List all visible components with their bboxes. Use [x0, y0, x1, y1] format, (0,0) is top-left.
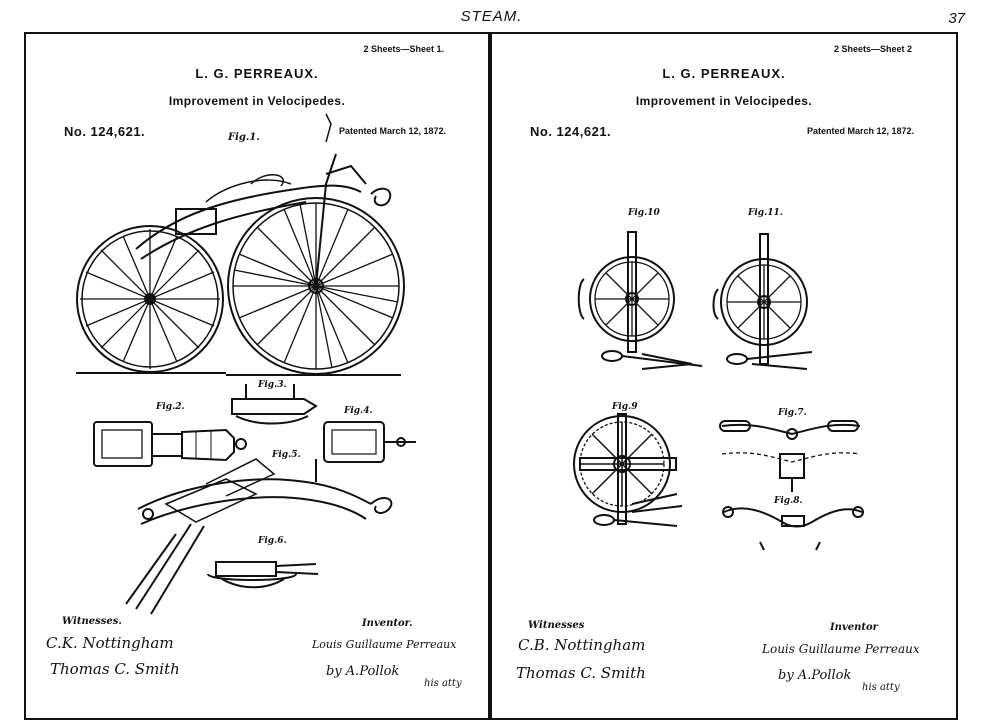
witness-signature-2: Thomas C. Smith — [516, 664, 646, 682]
fig-7-label: Fig.7. — [778, 408, 807, 418]
fig-10-label: Fig.10 — [628, 208, 660, 218]
fig8-drawing — [722, 506, 864, 551]
witnesses-label: Witnesses. — [62, 616, 122, 627]
attorney-label: his atty — [862, 682, 900, 693]
inventor-name: L. G. PERREAUX. — [662, 66, 786, 81]
attorney-signature: by A.Pollok — [326, 664, 400, 679]
fig-11-label: Fig.11. — [748, 208, 783, 218]
patent-date: Patented March 12, 1872. — [806, 126, 914, 136]
fig2-engine-drawing — [93, 421, 247, 467]
attorney-signature: by A.Pollok — [778, 668, 852, 683]
velocipede-drawings-sheet-2 — [573, 231, 864, 551]
page-number: 37 — [948, 10, 965, 27]
fig7-handlebar-drawing — [719, 420, 861, 492]
patent-title: Improvement in Velocipedes. — [635, 94, 813, 108]
inventor-name: L. G. PERREAUX. — [195, 66, 319, 81]
fig-8-label: Fig.8. — [774, 496, 803, 506]
fig-5-label: Fig.5. — [272, 450, 301, 460]
patent-sheet-2: 2 Sheets—Sheet 2 L. G. PERREAUX. Improve… — [490, 32, 958, 720]
witness-signature-1: C.B. Nottingham — [518, 636, 646, 654]
patent-title: Improvement in Velocipedes. — [168, 94, 346, 108]
fig1-wheel-spokes — [80, 203, 399, 369]
velocipede-drawings-sheet-1 — [76, 113, 416, 615]
sheet-label: 2 Sheets—Sheet 2 — [833, 44, 912, 54]
inventor-label: Inventor — [830, 622, 878, 633]
fig6-drawing — [207, 561, 319, 589]
fig5-frame-drawing — [125, 458, 393, 615]
fig-9-label: Fig.9 — [612, 402, 638, 412]
patent-number: No. 124,621. — [64, 124, 146, 139]
fig4-drawing — [323, 421, 416, 463]
fig1-velocipede-drawing — [76, 113, 405, 376]
witness-signature-1: C.K. Nottingham — [46, 634, 174, 652]
fig9-drawing — [573, 413, 683, 527]
fig11-drawing — [712, 233, 813, 370]
fig-3-label: Fig.3. — [258, 380, 287, 390]
sheet-label: 2 Sheets—Sheet 1. — [363, 44, 444, 54]
inventor-label: Inventor. — [362, 618, 413, 629]
witness-signature-2: Thomas C. Smith — [50, 660, 180, 678]
witnesses-label: Witnesses — [528, 620, 585, 631]
attorney-label: his atty — [424, 678, 462, 689]
fig-4-label: Fig.4. — [344, 406, 373, 416]
fig-2-label: Fig.2. — [156, 402, 185, 412]
patent-sheet-1: 2 Sheets—Sheet 1. L. G. PERREAUX. Improv… — [24, 32, 490, 720]
fig10-drawing — [577, 231, 703, 370]
patent-number: No. 124,621. — [530, 124, 612, 139]
page-header-title: STEAM. — [460, 8, 523, 25]
fig-1-label: Fig.1. — [228, 132, 260, 143]
patent-date: Patented March 12, 1872. — [338, 126, 446, 136]
fig-6-label: Fig.6. — [258, 536, 287, 546]
inventor-signature: Louis Guillaume Perreaux — [762, 642, 920, 656]
inventor-signature: Louis Guillaume Perreaux — [312, 638, 457, 651]
fig3-drawing — [231, 384, 318, 425]
